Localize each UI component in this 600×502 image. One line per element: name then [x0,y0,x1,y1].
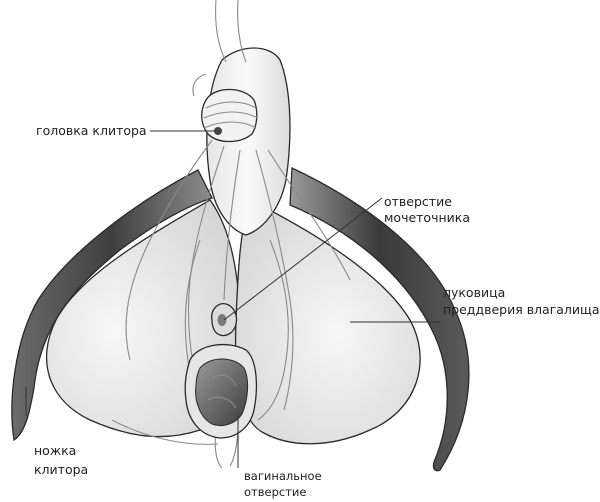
vessel [111,419,219,445]
label-urethra-line1: отверстие [384,194,452,209]
leader-urethra [223,197,383,321]
vessel [255,149,294,411]
label-vaginal-line1: вагинальное [244,469,322,483]
vaginal-canal [195,358,249,427]
top-vessel [237,0,247,63]
vessel [223,149,241,301]
hood-ridge-line [203,121,257,129]
label-bulb-line1: луковица [443,285,505,300]
hood-ridge-line [203,111,259,119]
vaginal-fold [211,374,237,387]
label-crus-line1: ножка [34,443,76,458]
right-crus [289,167,470,472]
label-bulb-line2: преддверия влагалища [443,302,599,317]
inner-contour [257,239,289,421]
clitoral-body [206,47,291,236]
vaginal-fold [207,396,237,409]
label-glans: головка клитора [36,123,147,138]
left-crus [11,169,213,442]
label-urethra-line2: мочеточника [384,210,470,225]
glans-point [214,127,222,135]
urethral-meatus [217,314,227,326]
label-vaginal-line2: отверстие [244,485,306,499]
vessel [267,149,351,281]
label-crus-line2: клитора [34,462,88,477]
top-vessel [215,0,227,63]
hood-ridge-line [205,101,257,109]
vessel [125,139,213,361]
top-vessel [192,73,207,97]
